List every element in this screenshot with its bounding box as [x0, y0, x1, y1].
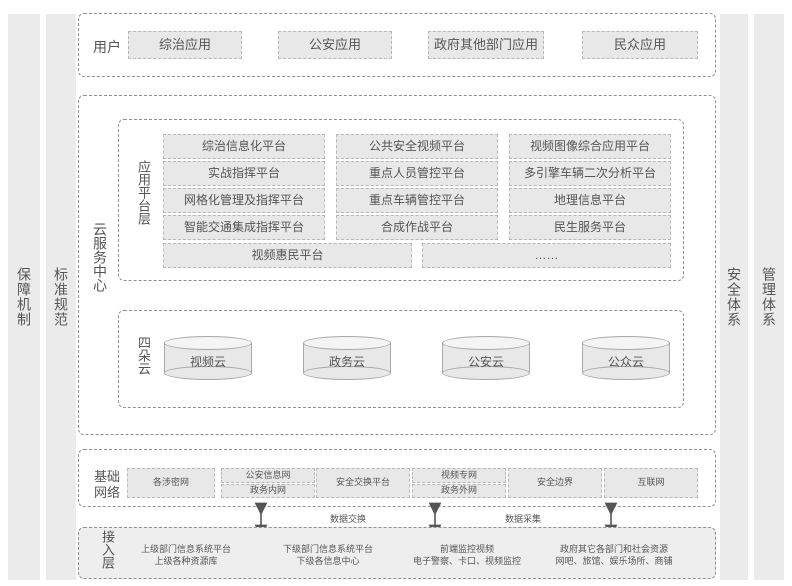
user-app-box: 综治应用 — [128, 31, 242, 59]
access-item-line: 网吧、旅馆、娱乐场所、商铺 — [555, 556, 673, 567]
platform-box: 重点车辆管控平台 — [336, 188, 498, 213]
network-box: 政务外网 — [412, 484, 506, 498]
network-box: 安全边界 — [508, 468, 602, 498]
cloud-service-center-label: 云服务中心 — [92, 222, 108, 292]
user-app-box: 政府其他部门应用 — [428, 31, 544, 59]
cloud-name: 公安云 — [467, 355, 504, 369]
basic-network-label-line: 网络 — [93, 485, 120, 500]
basic-network-label-text: 基础网络 — [90, 469, 124, 501]
side-column-guarantee: 保障机制 — [8, 14, 40, 580]
access-item-line: 上级部门信息系统平台 — [140, 544, 231, 554]
platform-box: 重点人员管控平台 — [336, 161, 498, 186]
platform-box: 地理信息平台 — [509, 188, 671, 213]
access-item-line: 电子警察、卡口、视频监控 — [412, 556, 521, 567]
access-item-line: 下级部门信息系统平台 — [282, 544, 373, 554]
cloud-name: 公众云 — [607, 355, 644, 369]
government-cloud-cylinder: 政务云 — [303, 336, 391, 380]
user-layer-label: 用户 — [93, 39, 121, 55]
access-item: 上级部门信息系统平台 上级各种资源库 — [124, 543, 248, 567]
access-item-line: 前端监控视频 — [439, 544, 494, 554]
access-layer-label: 接入层 — [100, 530, 115, 569]
side-column-security: 安全体系 — [720, 14, 748, 580]
access-item-line: 政府其它各部门和社会资源 — [559, 544, 668, 554]
platform-box-ellipsis: …… — [422, 243, 671, 268]
public-cloud-cylinder: 公众云 — [582, 336, 670, 380]
cloud-name: 视频云 — [189, 355, 226, 369]
platform-box: 合成作战平台 — [336, 215, 498, 240]
platform-box: 实战指挥平台 — [163, 161, 325, 186]
data-exchange-label: 数据交换 — [330, 514, 367, 524]
network-box: 政务内网 — [221, 484, 315, 498]
four-clouds-layer — [118, 310, 684, 408]
basic-network-label: 基础网络 — [90, 469, 124, 501]
basic-network-layer — [78, 449, 716, 507]
access-item-line: 下级各信息中心 — [296, 556, 360, 567]
platform-box-wide: 视频惠民平台 — [163, 243, 412, 268]
side-label-security: 安全体系 — [726, 267, 742, 327]
side-label-management: 管理体系 — [761, 267, 777, 327]
platform-box: 综治信息化平台 — [163, 134, 325, 159]
user-layer — [78, 13, 716, 77]
four-clouds-label: 四朵云 — [136, 336, 151, 375]
network-box: 各涉密网 — [127, 468, 215, 498]
network-box: 视频专网 — [412, 468, 506, 483]
platform-box: 公共安全视频平台 — [336, 134, 498, 159]
platform-box: 民生服务平台 — [509, 215, 671, 240]
access-item: 政府其它各部门和社会资源 网吧、旅馆、娱乐场所、商铺 — [548, 543, 680, 567]
network-box: 互联网 — [604, 468, 698, 498]
network-box: 公安信息网 — [221, 468, 315, 483]
user-app-box: 民众应用 — [582, 31, 698, 59]
app-platform-layer — [118, 119, 684, 281]
basic-network-label-line: 基础 — [93, 469, 120, 484]
access-item: 前端监控视频 电子警察、卡口、视频监控 — [402, 543, 532, 567]
platform-box: 智能交通集成指挥平台 — [163, 215, 325, 240]
access-item: 下级部门信息系统平台 下级各信息中心 — [266, 543, 390, 567]
app-platform-layer-label: 应用平台层 — [136, 160, 151, 225]
access-item-line: 上级各种资源库 — [154, 556, 218, 567]
platform-box: 视频图像综合应用平台 — [509, 134, 671, 159]
network-box: 安全交换平台 — [316, 468, 410, 498]
platform-box: 多引擎车辆二次分析平台 — [509, 161, 671, 186]
police-cloud-cylinder: 公安云 — [442, 336, 530, 380]
cloud-service-center — [78, 95, 716, 435]
data-collection-label: 数据采集 — [505, 514, 542, 524]
side-column-management: 管理体系 — [754, 14, 784, 580]
platform-box: 网格化管理及指挥平台 — [163, 188, 325, 213]
side-label-standards: 标准规范 — [53, 267, 69, 327]
access-layer — [78, 527, 716, 579]
user-app-box: 公安应用 — [278, 31, 392, 59]
cloud-name: 政务云 — [328, 355, 365, 369]
video-cloud-cylinder: 视频云 — [164, 336, 252, 380]
side-column-standards: 标准规范 — [46, 14, 76, 580]
side-label-guarantee: 保障机制 — [16, 267, 32, 327]
